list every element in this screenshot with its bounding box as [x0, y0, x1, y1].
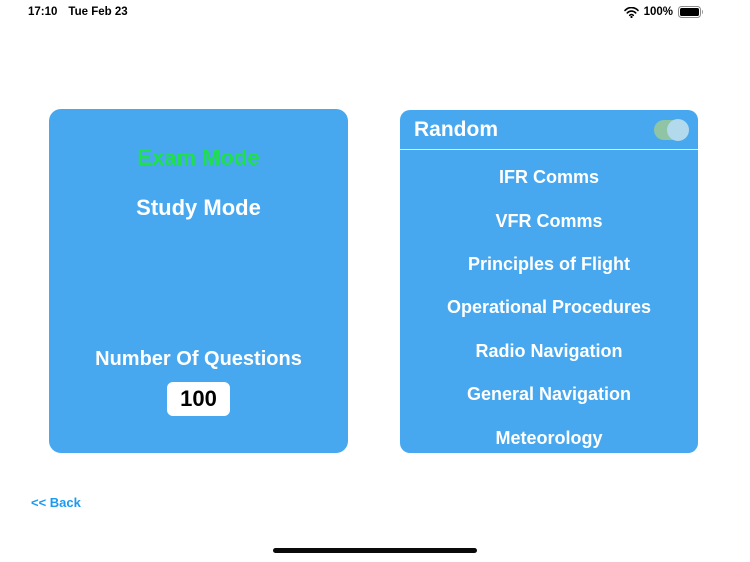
battery-percent: 100% [643, 6, 673, 18]
category-item-general-navigation[interactable]: General Navigation [466, 384, 632, 405]
number-of-questions-input[interactable] [167, 382, 230, 416]
status-bar: 17:10 Tue Feb 23 100% [0, 0, 750, 24]
random-toggle[interactable] [654, 118, 689, 141]
home-indicator[interactable] [273, 548, 477, 553]
header-separator [400, 149, 698, 150]
category-item-ifr-comms[interactable]: IFR Comms [498, 167, 599, 188]
battery-icon [678, 6, 704, 18]
mode-panel: Exam Mode Study Mode Number Of Questions [49, 109, 348, 453]
back-link[interactable]: << Back [31, 495, 81, 510]
random-toggle-knob [667, 118, 689, 141]
study-mode-button[interactable]: Study Mode [136, 195, 261, 220]
category-item-radio-navigation[interactable]: Radio Navigation [475, 340, 623, 361]
exam-mode-button[interactable]: Exam Mode [137, 145, 260, 170]
status-time: 17:10 [28, 6, 58, 18]
category-panel: Random IFR Comms VFR Comms Principles of… [400, 110, 698, 453]
category-item-vfr-comms[interactable]: VFR Comms [495, 210, 603, 231]
wifi-icon [623, 6, 639, 18]
category-item-operational-procedures[interactable]: Operational Procedures [446, 297, 652, 318]
category-list: IFR Comms VFR Comms Principles of Flight… [400, 156, 698, 453]
category-item-meteorology[interactable]: Meteorology [495, 427, 603, 448]
random-header: Random [400, 110, 698, 149]
random-label: Random [414, 117, 498, 141]
status-date: Tue Feb 23 [68, 6, 128, 18]
category-item-principles-of-flight[interactable]: Principles of Flight [467, 253, 630, 274]
number-of-questions-label: Number Of Questions [95, 348, 302, 370]
